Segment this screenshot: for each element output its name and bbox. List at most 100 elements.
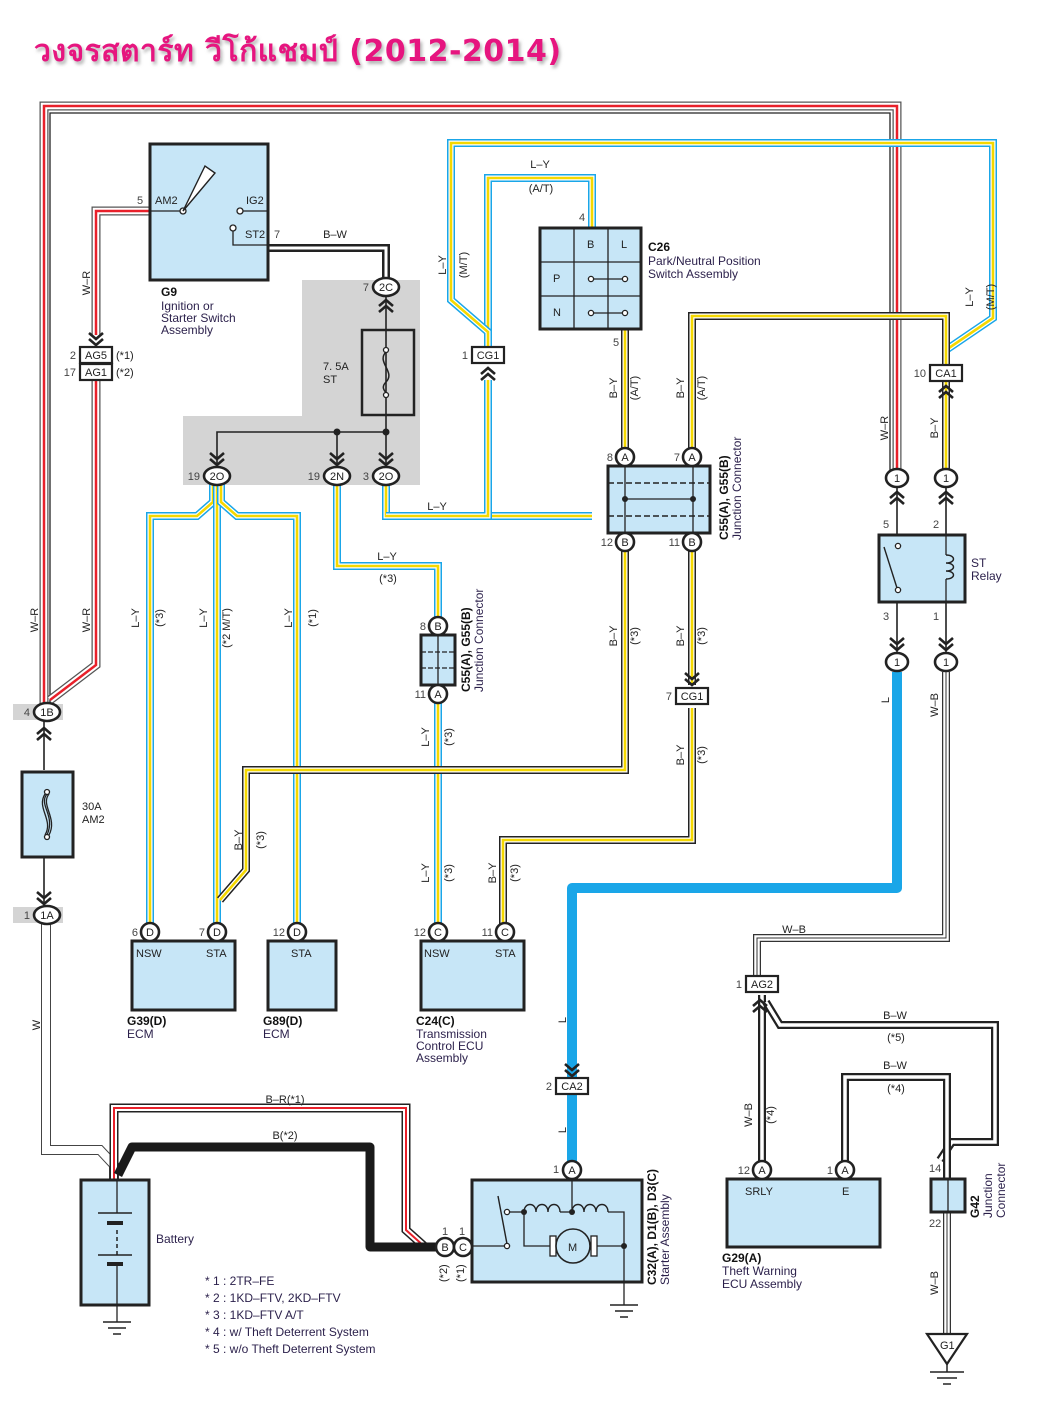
- g89-pin-12-letter: D: [293, 927, 301, 939]
- fuse-7-5a-st: 7. 5A ST: [323, 328, 416, 417]
- c26-code: C26: [648, 240, 670, 254]
- label-w: W: [31, 1019, 43, 1030]
- connector-ag2-code: AG2: [751, 979, 773, 991]
- label-by: B–Y: [233, 829, 245, 850]
- c55-right-pin-11-pin: 11: [669, 537, 680, 549]
- g39-name: ECM: [127, 1027, 154, 1041]
- ecm-g39: NSW STA G39(D) ECM: [127, 939, 237, 1041]
- c55-right-pin-12-letter: B: [621, 537, 628, 549]
- c24-pin-12-letter: C: [434, 927, 442, 939]
- diagram-title: วงจรสตาร์ท วีโก้แชมป์ (2012-2014): [34, 34, 562, 69]
- terminal-am2: AM2: [155, 195, 178, 207]
- arrow-up-icon: [752, 998, 768, 1013]
- c55-right-code: C55(A), G55(B): [717, 455, 731, 540]
- g42-name-1: Junction: [981, 1173, 995, 1218]
- wire-wr-main: [39, 101, 902, 712]
- label-by: B–Y: [675, 625, 687, 646]
- connector-2c: 2C7: [363, 276, 401, 298]
- fuse-am2-name: AM2: [82, 814, 105, 826]
- g89-sta: STA: [291, 948, 312, 960]
- c55-right-pin-8-pin: 8: [607, 452, 613, 464]
- connector-cg1-mid-pin: 7: [666, 691, 672, 703]
- label-wr: W–R: [29, 608, 41, 633]
- c24-pin-11: C 11: [482, 921, 516, 943]
- c55-left-name: Junction Connector: [472, 589, 486, 692]
- footnotes: * 1 : 2TR–FE * 2 : 1KD–FTV, 2KD–FTV * 3 …: [205, 1274, 376, 1356]
- label-by: B–Y: [929, 417, 941, 438]
- g39-pin-6-letter: D: [146, 927, 154, 939]
- connector-ag5-note: (*1): [116, 350, 134, 362]
- starter-pin-a: 1: [553, 1164, 559, 1176]
- c24-pin-11-pin: 11: [482, 927, 493, 939]
- wire-by-g39: [216, 547, 629, 903]
- starter-pin-b-connector-letter: B: [441, 1242, 448, 1254]
- arrow-down-icon: [88, 332, 104, 347]
- c24-name-1: Transmission: [416, 1027, 487, 1041]
- ground-g1: G1: [924, 1332, 970, 1385]
- label-mt: (M/T): [985, 284, 997, 310]
- pin-am2: 5: [137, 195, 143, 207]
- splice-dot-icon: [382, 428, 390, 436]
- connector-1b-code: 1B: [40, 707, 53, 719]
- label-wr: W–R: [879, 416, 891, 441]
- wire-ly-group: [146, 139, 997, 928]
- g29-pin-12-pin: 12: [738, 1165, 750, 1177]
- g29-pin-12: A12: [738, 1159, 773, 1181]
- g29-code: G29(A): [722, 1251, 761, 1265]
- connector-2o-b-code: 2O: [379, 471, 394, 483]
- g89-code: G89(D): [263, 1014, 302, 1028]
- battery-ground-icon: [103, 1321, 131, 1335]
- starter-note-c: (*1): [455, 1264, 467, 1282]
- starter-pin-a-connector-letter: A: [568, 1165, 576, 1177]
- relay-name-2: Relay: [971, 569, 1002, 583]
- wire-wr-am2: [47, 206, 150, 704]
- arrow-down-icon: [209, 452, 225, 467]
- g29-pin-1-letter: A: [841, 1165, 849, 1177]
- g29-name-1: Theft Warning: [722, 1264, 797, 1278]
- label-ly: L–Y: [420, 863, 432, 883]
- c55-left-code: C55(A), G55(B): [459, 607, 473, 692]
- starter-assembly: M C32(A), D1(B), D3(C) Starter Assembly …: [438, 1164, 672, 1318]
- c55-right-pin-8-letter: A: [621, 452, 629, 464]
- junction-connector-c55-left: C55(A), G55(B) Junction Connector: [419, 589, 486, 692]
- connector-cg1-mid-code: CG1: [681, 691, 704, 703]
- arrow-down-icon: [684, 672, 700, 687]
- note-1: * 1 : 2TR–FE: [205, 1274, 274, 1288]
- relay-out-connector-1: 1: [884, 651, 910, 673]
- c55-right-pin-8: A8: [607, 446, 636, 468]
- c24-pin-11-letter: C: [501, 927, 509, 939]
- wire-br-1: [109, 1103, 455, 1252]
- arrow-up-icon: [938, 384, 954, 399]
- g39-nsw: NSW: [136, 948, 162, 960]
- c55-left-pin-8-pin: 8: [420, 621, 426, 633]
- g42-pin-22: 22: [929, 1218, 941, 1230]
- label-n3: (*3): [696, 627, 708, 645]
- c55-right-pin-7-pin: 7: [674, 452, 680, 464]
- c24-name-3: Assembly: [416, 1051, 468, 1065]
- fuse-am2-rating: 30A: [82, 801, 102, 813]
- wire-wb-relay: [753, 672, 950, 975]
- c26-col-l: L: [621, 239, 627, 251]
- g39-pin-6: D6: [132, 921, 161, 943]
- label-ly: L–Y: [377, 551, 397, 563]
- wire-ly-cg1: [386, 380, 492, 520]
- note-3: * 3 : 1KD–FTV A/T: [205, 1308, 304, 1322]
- label-ly: L–Y: [198, 608, 210, 628]
- label-n3: (*3): [255, 831, 267, 849]
- g42-pin-14: 14: [929, 1163, 941, 1175]
- starter-ground-icon: [610, 1304, 638, 1318]
- ground-icon: [930, 1371, 964, 1385]
- connector-1a: 1A1: [24, 904, 62, 926]
- connector-1b: 1B4: [24, 701, 62, 723]
- arrow-down-icon: [889, 637, 905, 652]
- fuse-st-name: ST: [323, 374, 337, 386]
- connector-2n-pin: 19: [308, 471, 320, 483]
